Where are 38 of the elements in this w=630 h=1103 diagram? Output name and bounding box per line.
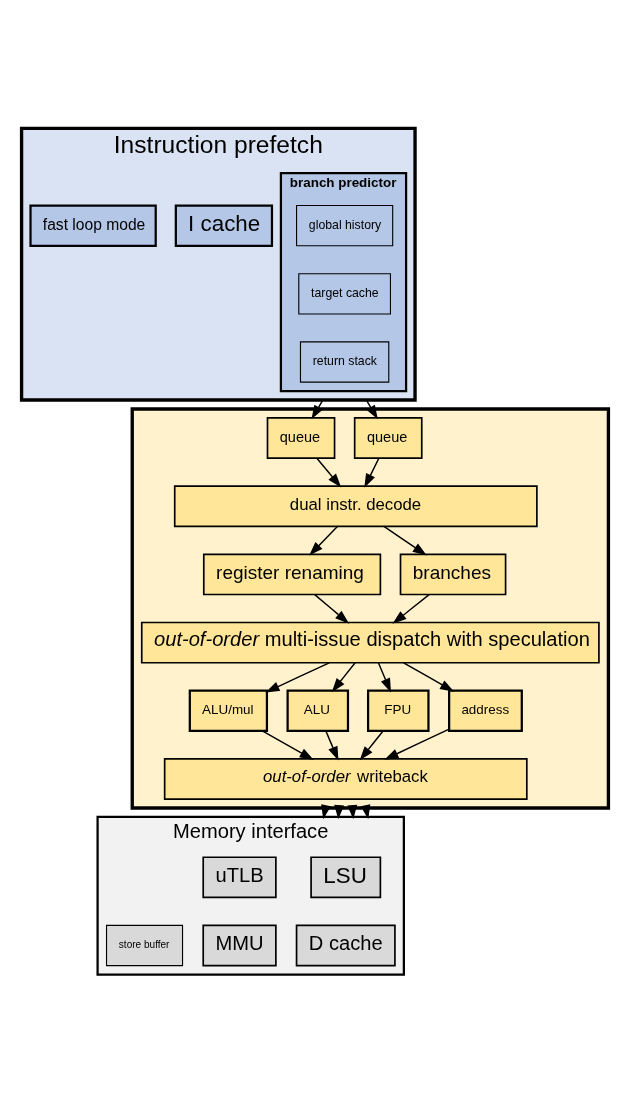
- arrow: [314, 593, 350, 624]
- arrow: [383, 525, 427, 556]
- node-box: queue: [353, 417, 423, 459]
- node-box: store buffer: [105, 924, 184, 967]
- node-box: return stack: [299, 341, 390, 383]
- arrow: [331, 662, 356, 693]
- node-box: dual instr. decode: [173, 485, 538, 528]
- node-box: ALU: [286, 689, 350, 733]
- cluster: [130, 407, 611, 810]
- node-box: uTLB: [202, 856, 277, 899]
- node-box: branches: [399, 553, 507, 596]
- node-box: MMU: [202, 924, 277, 967]
- arrow: [261, 730, 314, 760]
- arrow: [359, 730, 384, 761]
- arrow: [402, 662, 455, 692]
- node-box: ALU/mul: [188, 689, 269, 733]
- node-box: global history: [296, 205, 394, 247]
- arrow: [377, 662, 391, 693]
- arrow: [392, 593, 430, 624]
- arrow: [365, 399, 378, 420]
- node-box: I cache: [174, 204, 274, 247]
- arrow: [311, 399, 324, 420]
- node-box: address: [448, 689, 523, 733]
- arrow: [265, 662, 330, 693]
- node-box: fast loop mode: [29, 204, 157, 247]
- node-box: out-of-order multi-issue dispatch with speculation: [140, 621, 600, 664]
- arrow: [364, 457, 380, 488]
- node-box: target cache: [298, 273, 391, 315]
- arrow: [309, 525, 339, 556]
- node-box: register renaming: [202, 553, 382, 596]
- node-box: out-of-order writeback: [163, 758, 528, 800]
- node-box: FPU: [367, 689, 430, 733]
- node-box: queue: [266, 417, 336, 459]
- node-box: LSU: [310, 856, 382, 899]
- arrow: [325, 730, 339, 761]
- arrow: [316, 457, 342, 488]
- arrow: [384, 728, 450, 760]
- node-box: D cache: [295, 924, 396, 967]
